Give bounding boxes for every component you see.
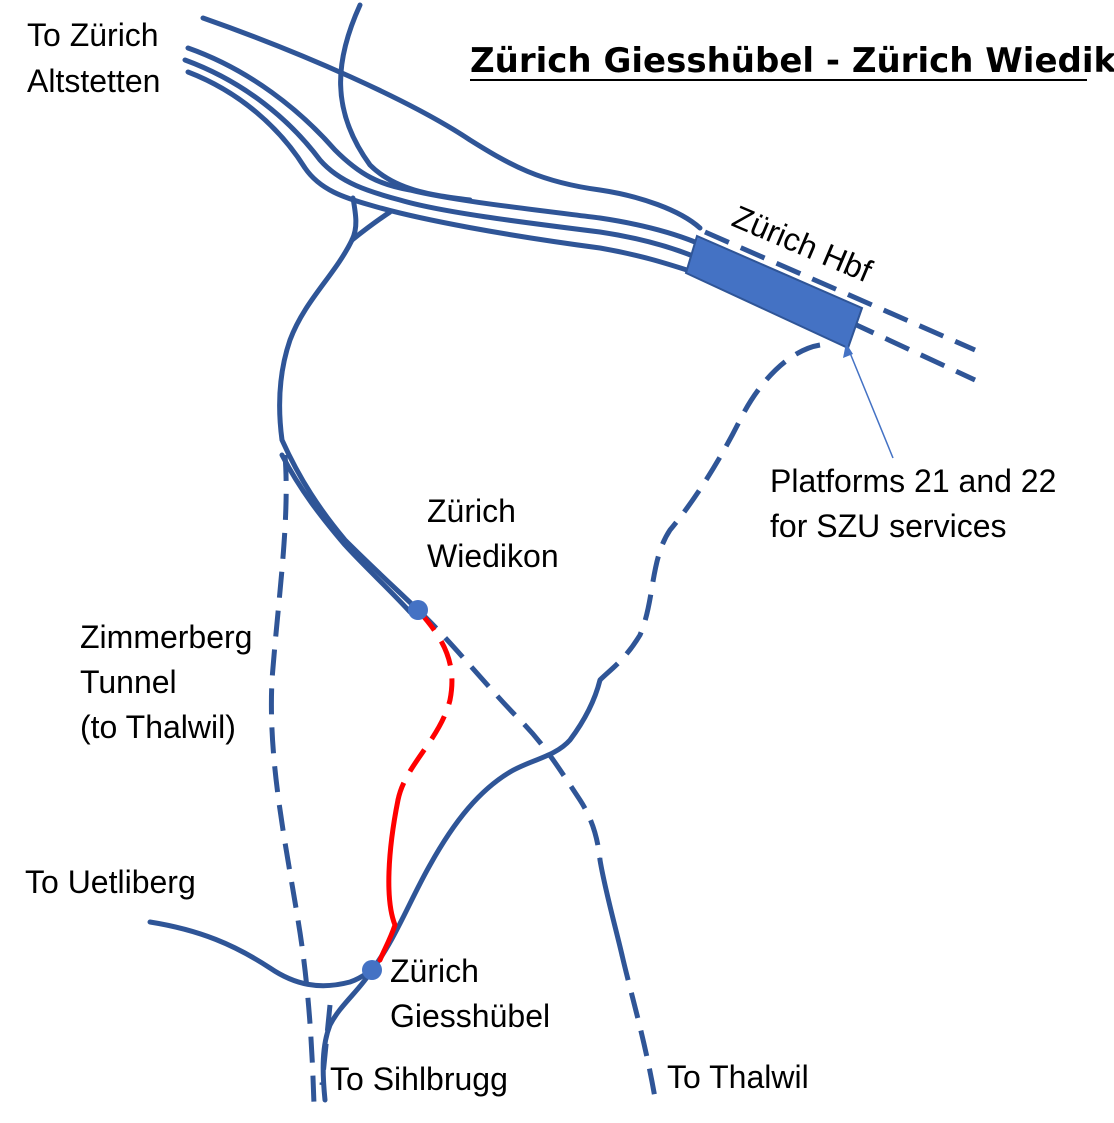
station-dot-giesshubel (362, 960, 382, 980)
track-thalwil-lower (619, 954, 658, 1099)
track-altstetten-3 (185, 69, 693, 274)
track-uetliberg (147, 919, 375, 989)
track-top-north (200, 15, 703, 231)
track-altstetten-2 (182, 57, 696, 259)
label-giesshubel-line2: Giesshübel (390, 998, 550, 1034)
label-to-sihlbrugg: To Sihlbrugg (330, 1061, 508, 1097)
track-sihlbrugg-dashed (319, 1004, 333, 1086)
red-link-dashed (395, 608, 455, 801)
label-to-uetliberg: To Uetliberg (25, 864, 196, 900)
label-to-thalwil: To Thalwil (667, 1059, 809, 1095)
track-zimmerberg-tunnel (268, 454, 317, 1106)
track-hbf-east-lower (848, 319, 977, 383)
label-wiedikon-line1: Zürich (427, 493, 516, 529)
label-zimmerberg-line2: Tunnel (80, 664, 177, 700)
label-platforms-line2: for SZU services (770, 508, 1006, 544)
station-dot-wiedikon (408, 600, 428, 620)
label-platforms-line1: Platforms 21 and 22 (770, 463, 1056, 499)
label-altstetten: Altstetten (27, 63, 160, 99)
dashed-tracks (268, 229, 977, 1106)
label-giesshubel-line1: Zürich (390, 953, 479, 989)
red-link-solid (377, 797, 401, 963)
track-to-wiedikon-outer (277, 237, 421, 613)
label-to-zurich: To Zürich (27, 17, 159, 53)
track-hbf-east-upper (703, 229, 977, 353)
track-thalwil-south (597, 857, 625, 958)
track-altstetten-1 (185, 45, 698, 245)
new-link (377, 608, 455, 963)
map-title: Zürich Giesshübel - Zürich Wiedikon (470, 41, 1114, 81)
track-spur-right (349, 209, 393, 243)
platform-pointer-head (843, 343, 853, 358)
label-zimmerberg-line3: (to Thalwil) (80, 709, 236, 745)
track-spur-left (349, 195, 359, 243)
track-to-wiedikon-inner (279, 452, 413, 615)
track-giesshubel-ne (369, 677, 603, 973)
track-wiedikon-thalwil (416, 608, 603, 861)
track-szu-hbf (598, 342, 821, 682)
label-wiedikon-line2: Wiedikon (427, 538, 559, 574)
label-zimmerberg-line1: Zimmerberg (80, 619, 252, 655)
solid-tracks (147, 2, 703, 1103)
platform-pointer-line (847, 347, 894, 459)
